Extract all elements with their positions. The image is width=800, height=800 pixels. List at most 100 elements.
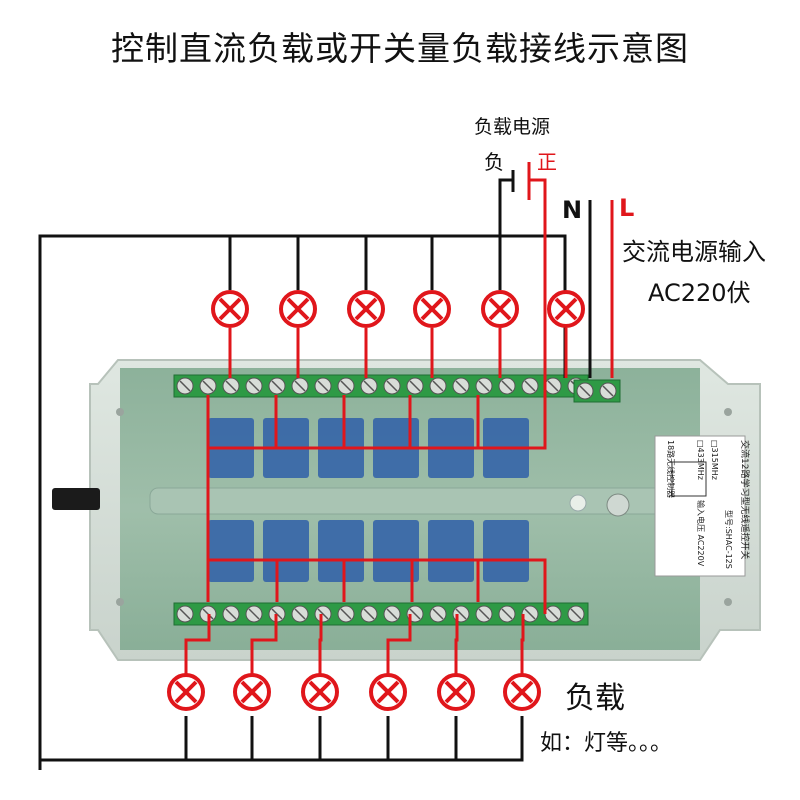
module-label-title: 交流12路学习型无线遥控开关 <box>739 440 751 559</box>
ac-voltage-label: AC220伏 <box>648 279 751 307</box>
ac-input-label: 交流电源输入 <box>622 238 766 266</box>
module-label: 交流12路学习型无线遥控开关 型号:SHAC-12S □315MHz □433M… <box>654 435 751 577</box>
top-terminal-screw-slot-10 <box>386 380 398 392</box>
status-led <box>569 494 587 512</box>
module-label-freq-a: □315MHz <box>710 440 719 480</box>
lamp-top-2-cross-b <box>286 297 310 321</box>
lamp-bottom-4-cross-b <box>376 680 400 704</box>
lamp-bottom-2 <box>233 673 271 711</box>
antenna <box>52 488 100 510</box>
bottom-terminal-screw-slot-13 <box>455 608 467 620</box>
black-dc-negative-wire <box>498 178 513 236</box>
relay-bottom-1 <box>208 520 254 582</box>
lamp-bottom-2-cross-b <box>240 680 264 704</box>
lamp-top-1-cross-b <box>218 297 242 321</box>
black-bottom-bus <box>38 716 524 770</box>
mount-hole-tr <box>724 408 732 416</box>
bottom-terminal-screw-slot-12 <box>432 608 444 620</box>
load-example-label: 如：灯等。。。 <box>540 731 673 756</box>
lamp-top-5-cross-b <box>488 297 512 321</box>
red-bottom-lamp-wire-3 <box>318 614 323 674</box>
top-terminal-screw-slot-16 <box>524 380 536 392</box>
module-label-sticker <box>654 435 746 577</box>
bottom-terminal-screw-slot-10 <box>386 608 398 620</box>
top-terminal-screw-slot-5 <box>271 380 283 392</box>
lamp-top-2 <box>279 290 317 328</box>
dc-source-symbol <box>511 162 531 200</box>
bottom-terminal-screw-slot-6 <box>294 608 306 620</box>
mount-hole-br <box>724 598 732 606</box>
lamp-top-3 <box>347 290 385 328</box>
lamp-top-1 <box>211 290 249 328</box>
top-terminal-screw-slot-9 <box>363 380 375 392</box>
top-terminal-screw-slot-12 <box>432 380 444 392</box>
top-terminal-screw-slot-13 <box>455 380 467 392</box>
learn-button <box>606 493 630 517</box>
lamp-top-6-cross-b <box>554 297 578 321</box>
top-terminal-screw-slot-8 <box>340 380 352 392</box>
red-bottom-lamp-wire-2 <box>250 614 278 674</box>
bottom-terminal-screw-slot-16 <box>524 608 536 620</box>
module-label-power: 输入电压 AC220V <box>696 500 706 567</box>
red-bottom-lamp-wire-4 <box>386 614 412 674</box>
ac-line-label: L <box>619 194 635 222</box>
lamp-bottom-1 <box>167 673 205 711</box>
bottom-terminal-screw-slot-9 <box>363 608 375 620</box>
top-terminal-screw-slot-3 <box>225 380 237 392</box>
top-terminal-screw-slot-17 <box>547 380 559 392</box>
lamp-bottom-6-cross-b <box>510 680 534 704</box>
relay-bottom-4 <box>373 520 419 582</box>
mount-hole-tl <box>116 408 124 416</box>
relay-bottom-2 <box>263 520 309 582</box>
lamp-bottom-4 <box>369 673 407 711</box>
terminal-blocks <box>173 374 621 626</box>
module-label-freq-b: □433MHz <box>696 440 705 480</box>
lamp-bottom-1-cross-b <box>174 680 198 704</box>
bottom-terminal-screw-slot-17 <box>547 608 559 620</box>
lamp-top-5 <box>481 290 519 328</box>
lamp-bottom-3-cross-b <box>308 680 332 704</box>
lamp-top-3-cross-b <box>354 297 378 321</box>
red-wires <box>184 178 614 674</box>
relay-bottom-5 <box>428 520 474 582</box>
lamp-bottom-5 <box>437 673 475 711</box>
bottom-terminal-screw-slot-8 <box>340 608 352 620</box>
power-terminal-screw-slot-2 <box>602 385 614 397</box>
lamp-top-4 <box>413 290 451 328</box>
power-terminal-screw-slot-1 <box>579 385 591 397</box>
load-label: 负载 <box>565 681 625 716</box>
controller-enclosure <box>52 359 761 661</box>
top-terminal-screw-slot-1 <box>179 380 191 392</box>
bottom-terminal-screw-slot-1 <box>179 608 191 620</box>
lamp-top-6 <box>547 290 585 328</box>
page-title: 控制直流负载或开关量负载接线示意图 <box>111 29 689 68</box>
top-terminal-screw-slot-7 <box>317 380 329 392</box>
mount-hole-bl <box>116 598 124 606</box>
top-terminal-screw-slot-6 <box>294 380 306 392</box>
module-label-model: 型号:SHAC-12S <box>724 510 733 569</box>
lamp-bottom-5-cross-b <box>444 680 468 704</box>
lamp-top-4-cross-b <box>420 297 444 321</box>
red-bottom-lamp-wire-1 <box>184 614 211 674</box>
relay-bottom-6 <box>483 520 529 582</box>
center-rail <box>149 487 671 515</box>
bottom-terminal-screw-slot-3 <box>225 608 237 620</box>
bottom-terminal-screw-slot-14 <box>478 608 490 620</box>
dc-source-label: 负载电源 <box>474 116 551 138</box>
bottom-terminal-screw-slot-18 <box>570 608 582 620</box>
top-terminal-screw-slot-14 <box>478 380 490 392</box>
top-terminal-screw-slot-15 <box>501 380 513 392</box>
dc-negative-label: 负 <box>484 150 504 174</box>
ac-neutral-label: N <box>562 196 583 224</box>
top-terminal-screw-slot-11 <box>409 380 421 392</box>
bottom-terminal-screw-slot-11 <box>409 608 421 620</box>
lamp-bottom-6 <box>503 673 541 711</box>
red-bottom-lamp-wire-5 <box>454 614 459 674</box>
top-terminal-screw-slot-4 <box>248 380 260 392</box>
dc-positive-label: 正 <box>537 150 557 174</box>
module-label-symbol <box>671 461 707 497</box>
lamp-bottom-3 <box>301 673 339 711</box>
red-bottom-lamp-wire-6 <box>520 614 525 674</box>
